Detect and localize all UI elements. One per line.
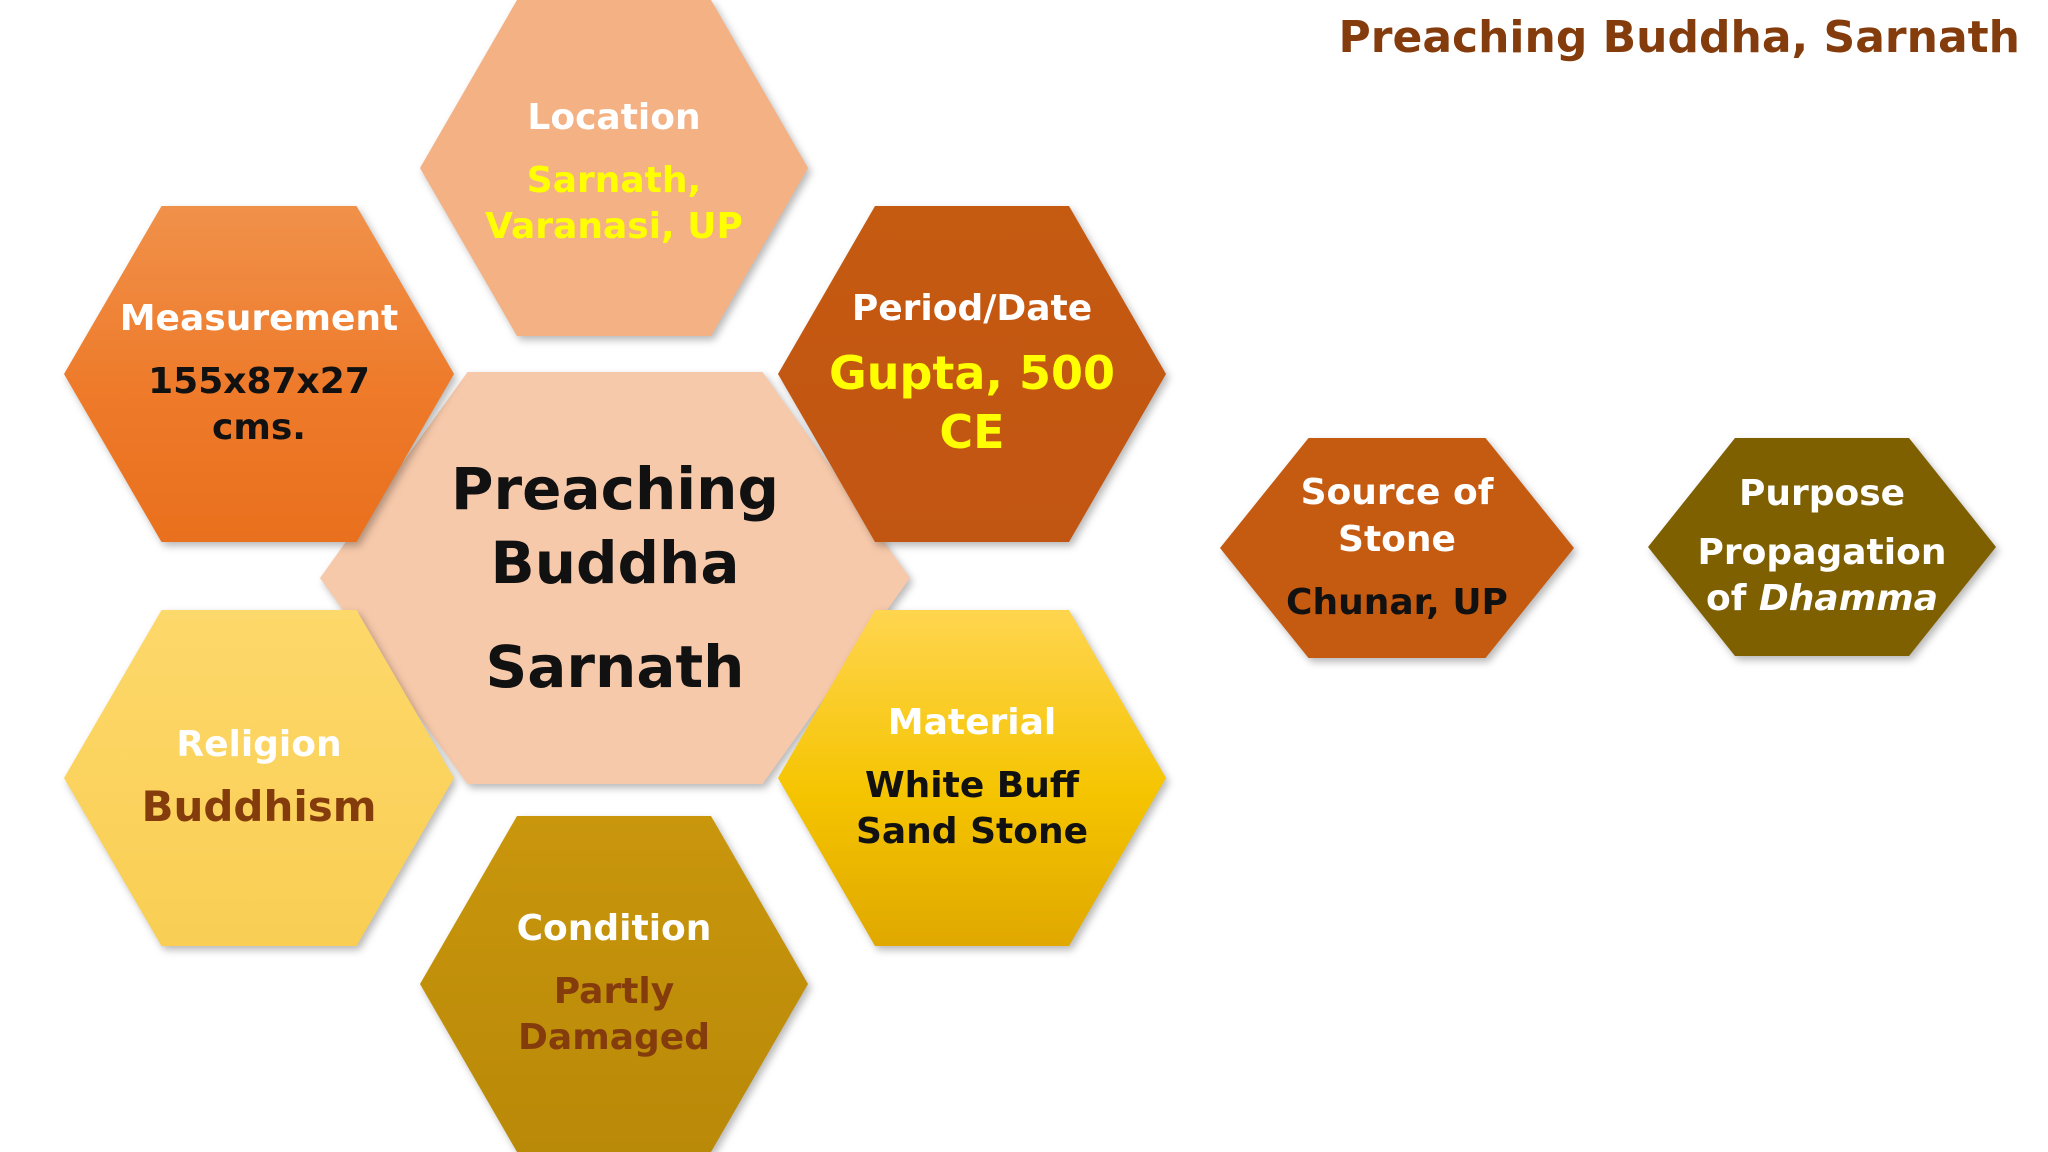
period-value-line2: CE: [939, 404, 1005, 459]
material-value: White Buff Sand Stone: [856, 763, 1088, 855]
material-value-line1: White Buff: [864, 764, 1080, 806]
religion-hexagon: Religion Buddhism: [64, 610, 454, 946]
measurement-value: 155x87x27 cms.: [148, 359, 370, 451]
purpose-label: Purpose: [1738, 473, 1906, 515]
purpose-hexagon: Purpose Propagation of Dhamma: [1648, 438, 1996, 656]
location-value-line2: Varanasi, UP: [485, 205, 743, 247]
material-value-line2: Sand Stone: [855, 810, 1089, 852]
source-of-stone-hexagon: Source of Stone Chunar, UP: [1220, 438, 1574, 658]
material-label: Material: [887, 702, 1057, 744]
period-value: Gupta, 500 CE: [829, 344, 1115, 462]
center-title-line3: Sarnath: [485, 633, 745, 702]
condition-hexagon: Condition Partly Damaged: [420, 816, 808, 1152]
location-label: Location: [527, 97, 701, 139]
source-label-line1: Source of: [1300, 472, 1494, 514]
source-label: Source of Stone: [1301, 470, 1494, 564]
condition-value-line2: Damaged: [518, 1016, 710, 1058]
measurement-label: Measurement: [119, 298, 399, 340]
purpose-value-emphasis: Dhamma: [1758, 577, 1939, 619]
measurement-value-line1: 155x87x27: [148, 360, 370, 402]
center-title-line1: Preaching: [451, 454, 779, 523]
condition-value: Partly Damaged: [518, 969, 710, 1061]
source-value: Chunar, UP: [1286, 581, 1508, 623]
measurement-value-line2: cms.: [212, 406, 306, 448]
measurement-hexagon: Measurement 155x87x27 cms.: [64, 206, 454, 542]
purpose-value: Propagation of Dhamma: [1698, 530, 1947, 622]
religion-label: Religion: [176, 723, 342, 765]
purpose-value-prefix: of: [1705, 577, 1759, 619]
location-value: Sarnath, Varanasi, UP: [485, 158, 743, 250]
location-value-line1: Sarnath,: [526, 159, 702, 201]
period-label: Period/Date: [851, 287, 1093, 329]
purpose-value-line1: Propagation: [1697, 531, 1947, 573]
condition-value-line1: Partly: [553, 970, 675, 1012]
purpose-value-line2: of Dhamma: [1698, 576, 1947, 622]
period-value-line1: Gupta, 500: [829, 345, 1115, 400]
location-hexagon: Location Sarnath, Varanasi, UP: [420, 0, 808, 336]
source-label-line2: Stone: [1338, 518, 1456, 560]
religion-value: Buddhism: [141, 781, 377, 831]
center-title-line2: Buddha: [490, 528, 740, 597]
slide-title: Preaching Buddha, Sarnath: [1338, 12, 2020, 63]
condition-label: Condition: [516, 908, 712, 950]
